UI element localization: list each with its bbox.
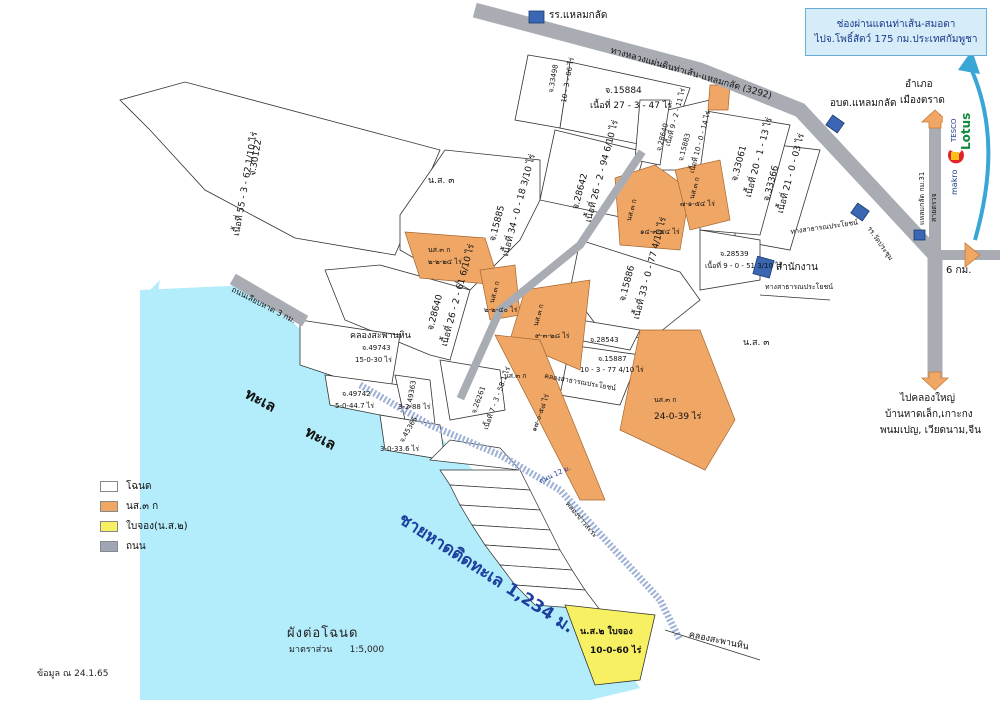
parcel-49742-no: จ.49742 <box>342 390 371 398</box>
police-label: สายตรวจ <box>930 193 938 222</box>
parcel-15884-area: เนื้อที่ 27 - 3 - 47 ไร่ <box>590 101 673 111</box>
scale-label: มาตราส่วน <box>289 645 333 655</box>
parcel-15887-area: 10 - 3 - 77 4/10 ไร่ <box>580 366 644 374</box>
ns3k-d-area: ๒-๒-๔๐ ไร่ <box>484 306 518 314</box>
parcel-15887-no: จ.15887 <box>598 355 627 363</box>
arrow-north <box>920 109 950 129</box>
office-label: สำนักงาน <box>776 262 818 273</box>
legend-swatch <box>100 480 118 492</box>
obt-building <box>825 114 845 134</box>
ns3k-a-no: นส.๓ ก <box>428 246 451 254</box>
ns3k-parcel-f <box>494 334 606 501</box>
as-of-value: 24.1.65 <box>74 669 109 679</box>
legend-swatch <box>100 520 118 532</box>
legend-label: ถนน <box>126 540 146 552</box>
arrow-south <box>920 371 950 391</box>
ns3k-b-area: ๑๔-๓-๕๔ ไร่ <box>640 228 680 236</box>
temple-school-building <box>850 202 870 222</box>
south-label-2: บ้านหาดเล็ก,เกาะกง <box>885 409 973 420</box>
highway-road <box>472 2 943 378</box>
inner-road <box>456 149 646 401</box>
store-logo <box>943 108 965 198</box>
ns3-label-b: น.ส. ๓ <box>743 338 770 348</box>
khlong-line <box>664 629 761 661</box>
legend-item-ns2: ใบจอง(น.ส.๒) <box>100 516 188 536</box>
ns3k-e-area: ๙-๓-๒๘ ไร่ <box>535 332 570 340</box>
parcel-26261 <box>439 359 506 421</box>
school-building <box>528 10 545 24</box>
parcel-45365-area: 3-0-33.6 ไร่ <box>380 445 420 453</box>
trat-label: เมืองตราด <box>900 95 945 106</box>
south-label-3: พนมเปญ, เวียดนาม,จีน <box>880 425 981 436</box>
parcel-28543-no: จ.28543 <box>590 336 619 344</box>
ns3k-c-area: ๗-๑-๕๔ ไร่ <box>680 200 715 208</box>
ns3k-a-area: ๒-๒-๒๔ ไร่ <box>428 258 462 266</box>
legend-swatch <box>100 500 118 512</box>
ns3k-f-no: นส.๓ ก <box>504 372 527 380</box>
office-building <box>752 255 775 279</box>
south-label-1: ไปคลองใหญ่ <box>900 393 956 404</box>
ns3k-parcel-b <box>614 164 691 251</box>
school-label: รร.แหลมกลัด <box>549 10 608 21</box>
legend-label: ใบจอง(น.ส.๒) <box>126 520 188 532</box>
legend-label: โฉนด <box>126 480 152 492</box>
parcel-28539 <box>699 229 761 291</box>
legend-swatch <box>100 540 118 552</box>
legend-item-road: ถนน <box>100 536 188 556</box>
public-way-label-2: ทางสาธารณประโยชน์ <box>765 283 833 291</box>
parcel-15884-no: จ.15884 <box>605 86 642 96</box>
lotus-label: Lotus <box>959 112 973 150</box>
sea-shore <box>140 285 640 700</box>
police-building <box>913 229 926 241</box>
curve-arrow <box>966 61 991 241</box>
legend-item-chanote: โฉนด <box>100 476 188 496</box>
scale: มาตราส่วน 1:5,000 <box>289 642 384 656</box>
legend: โฉนด นส.๓ ก ใบจอง(น.ส.๒) ถนน <box>100 476 188 556</box>
ns3k-g-area: 24-0-39 ไร่ <box>654 412 702 422</box>
parcel-28539-no: จ.28539 <box>720 250 749 258</box>
ns2-parcel <box>564 604 656 686</box>
ns3-label-a: น.ส. ๓ <box>428 176 455 186</box>
destination-box: ช่องผ่านแดนท่าเส้น-สมอดา ไปจ.โพธิ์สัตว์ … <box>805 8 987 56</box>
parcel-28640b <box>634 99 671 166</box>
six-km-label: 6 กม. <box>946 265 972 276</box>
as-of-label: ข้อมูล ณ <box>37 669 72 679</box>
plan-title: ผังต่อโฉนด <box>287 626 359 641</box>
obt-label: อบต.แหลมกลัด <box>830 98 897 109</box>
parcel-49742-area: 5-0-44.7 ไร่ <box>335 402 375 410</box>
as-of: ข้อมูล ณ 24.1.65 <box>37 666 108 680</box>
ns3k-g-no: นส.๓ ก <box>654 396 677 404</box>
parcel-49743-no: จ.49743 <box>362 344 391 352</box>
destination-line-2: ไปจ.โพธิ์สัตว์ 175 กม.ประเทศกัมพูชา <box>814 34 978 45</box>
curve-arrow-head <box>958 50 980 74</box>
makro-label: makro <box>950 169 959 195</box>
parcel-49743-area: 15-0-30 ไร่ <box>355 356 392 364</box>
ns2-area: 10-0-60 ไร่ <box>590 646 642 656</box>
parcel-49363-area: 3-2-88 ไร่ <box>398 403 431 411</box>
beach-road-strip <box>229 273 309 327</box>
parcel-28640 <box>324 264 471 361</box>
ns3k-parcel-c <box>674 159 731 231</box>
ns2-no: น.ส.๒ ใบจอง <box>580 627 633 637</box>
km31-label: แหลมกลัด กม.31 <box>918 171 926 225</box>
district-label: อำเภอ <box>905 79 933 90</box>
destination-line-1: ช่องผ่านแดนท่าเส้น-สมอดา <box>836 19 956 30</box>
legend-label: นส.๓ ก <box>126 500 159 512</box>
ns3k-parcel-g <box>619 329 736 471</box>
legend-item-ns3k: นส.๓ ก <box>100 496 188 516</box>
public-way-line <box>759 294 831 301</box>
arrow-east <box>964 242 981 268</box>
parcel-28539-area: เนื้อที่ 9 - 0 - 51 3/10 ไร่ <box>705 262 783 270</box>
scale-value: 1:5,000 <box>349 645 385 655</box>
khlong-label-1: คลองสะพานหิน <box>350 331 411 341</box>
parcel-30122 <box>119 81 441 256</box>
tesco-label: TESCO <box>950 118 958 142</box>
